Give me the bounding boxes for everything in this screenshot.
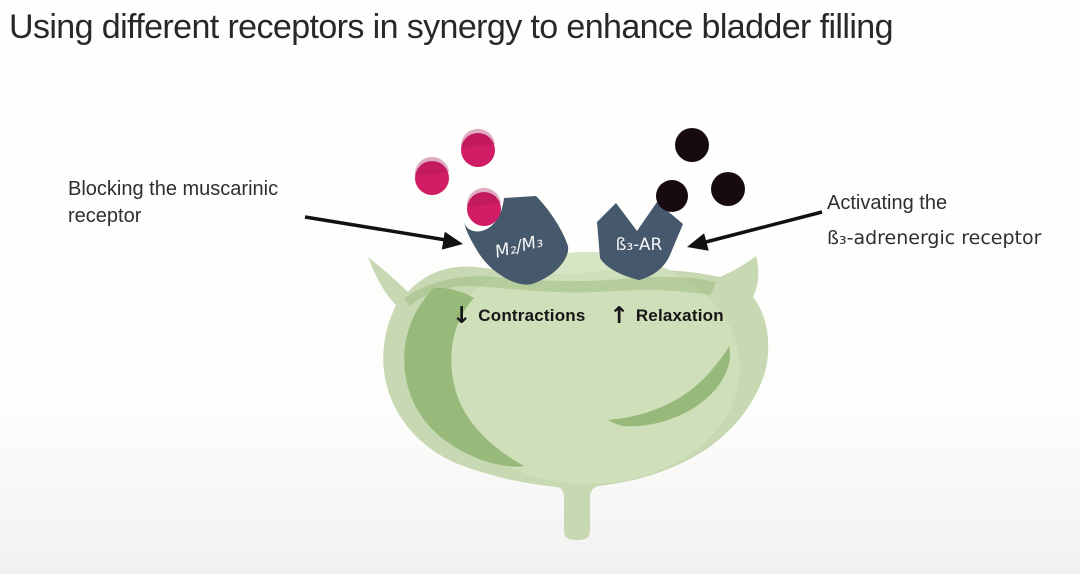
blocking-muscarinic-label: Blocking the muscarinic receptor bbox=[68, 178, 279, 227]
antagonist-ligand-dot bbox=[461, 133, 495, 167]
agonist-ligand-dots bbox=[656, 128, 745, 212]
left-arrowhead-icon bbox=[441, 231, 463, 250]
agonist-ligand-dot bbox=[711, 172, 745, 206]
agonist-ligand-dot bbox=[656, 180, 688, 212]
left-annotation-arrow bbox=[304, 215, 463, 250]
relaxation-label: Relaxation bbox=[635, 306, 724, 325]
antagonist-ligand-dot bbox=[415, 161, 449, 195]
bladder-lumen-highlight bbox=[436, 252, 740, 484]
bladder-rim-shading bbox=[404, 276, 716, 306]
agonist-ligand-dot bbox=[675, 128, 709, 162]
activating-beta3-label: Activating the ß₃-adrenergic receptor bbox=[827, 186, 1072, 256]
contractions-label: Contractions bbox=[478, 306, 586, 325]
bladder-right-swoosh-shading bbox=[608, 346, 731, 427]
right-annotation-arrow bbox=[687, 210, 823, 251]
page-title: Using different receptors in synergy to … bbox=[9, 8, 893, 46]
activating-beta3-label-line1: Activating the bbox=[827, 192, 948, 214]
antagonist-ligand-dots bbox=[414, 128, 501, 226]
muscarinic-receptor-shape bbox=[464, 196, 569, 285]
antagonist-ligand-dot bbox=[467, 192, 501, 226]
up-arrow-icon: ↑ bbox=[609, 303, 629, 329]
down-arrow-icon: ↓ bbox=[452, 303, 472, 329]
beta3-receptor-shape bbox=[597, 202, 683, 280]
bladder-left-crescent-shading bbox=[404, 287, 524, 467]
beta3-receptor-label: ß₃-AR bbox=[616, 235, 663, 255]
right-arrowhead-icon bbox=[687, 233, 709, 251]
activating-beta3-label-line2: ß₃-adrenergic receptor bbox=[827, 227, 1042, 249]
bladder-caption: ↓ Contractions ↑ Relaxation bbox=[452, 302, 724, 330]
antagonist-dot-shading bbox=[414, 128, 501, 207]
